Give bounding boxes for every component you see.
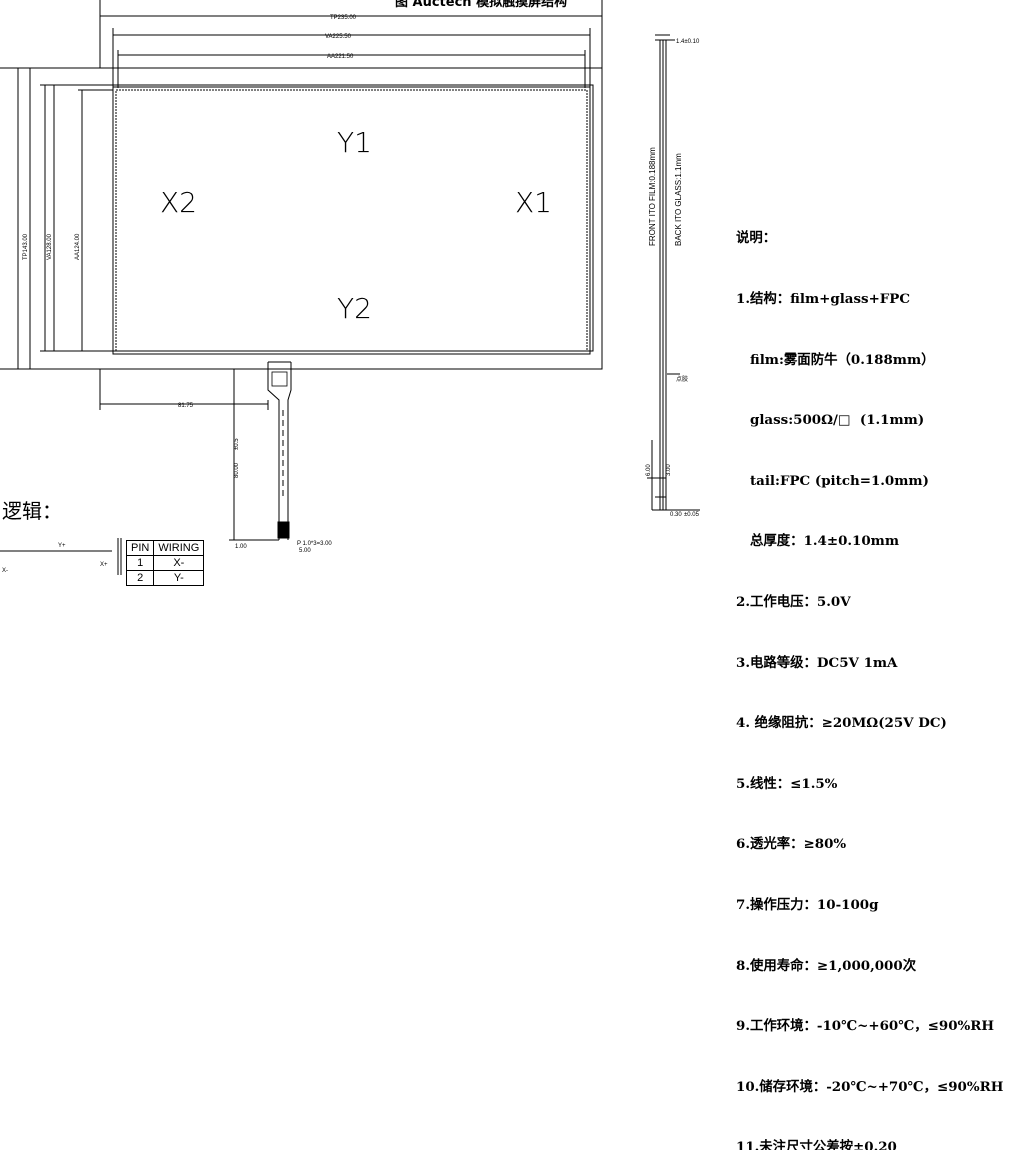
note-line: 5.线性：≤1.5%: [736, 775, 838, 792]
wiring-cell: X-: [153, 555, 205, 571]
tail-length-label: 80.00: [234, 462, 240, 478]
tail-width-label: 5.00: [299, 548, 311, 554]
logic-x-plus: X+: [100, 562, 108, 568]
side-c-tol-label: ±0.05: [684, 512, 700, 518]
va-outline: [44, 84, 594, 352]
logic-y-plus: Y+: [58, 543, 66, 549]
tail-offset-label: 81.75: [178, 403, 194, 409]
glue-label: 点胶: [676, 375, 688, 383]
pin-table: PIN WIRING 1 X- 2 Y-: [125, 540, 205, 586]
note-line: 1.结构：film+glass+FPC: [736, 291, 911, 307]
table-row: 2 Y-: [125, 570, 205, 586]
table-row: 1 X-: [125, 555, 205, 571]
note-line: tail:FPC (pitch=1.0mm): [736, 472, 929, 489]
note-line: glass:500Ω/□ (1.1mm): [736, 412, 925, 429]
note-line: 6.透光率：≥80%: [736, 836, 847, 853]
tp-width-label: TP235.00: [330, 15, 357, 21]
note-line: 10.储存环境：-20℃~+70℃，≤90%RH: [736, 1078, 1004, 1095]
note-line: 8.使用寿命：≥1,000,000次: [736, 957, 917, 974]
aa-inner: [115, 89, 588, 352]
table-row: PIN WIRING: [125, 540, 205, 556]
logic-title: 逻辑：: [2, 499, 62, 523]
tp-outline: [17, 67, 603, 370]
side-a-label: 6.00: [646, 464, 652, 476]
tail-length-tol-label: ±0.5: [234, 438, 240, 450]
note-line: 7.操作压力：10-100g: [736, 896, 879, 913]
thickness-label: 1.4±0.10: [676, 39, 700, 45]
drawing-title: 图 Auctech 模拟触摸屏结构: [395, 0, 568, 10]
aa-outline: [112, 86, 591, 355]
note-line: film:雾面防牛（0.188mm）: [736, 351, 935, 368]
pitch-label: P 1.0*3=3.00: [297, 541, 332, 547]
pin-header: PIN: [125, 540, 155, 556]
spec-notes: 说明： 1.结构：film+glass+FPC film:雾面防牛（0.188m…: [736, 188, 1003, 1150]
note-line: 11.未注尺寸公差按±0.20: [736, 1139, 897, 1150]
wiring-cell: Y-: [153, 570, 205, 586]
note-line: 3.电路等级：DC5V 1mA: [736, 654, 898, 671]
y2-label: Y2: [337, 292, 372, 325]
tp-height-label: TP143.00: [23, 233, 29, 260]
note-line: 总厚度：1.4±0.10mm: [736, 533, 900, 550]
x1-label: X1: [515, 186, 552, 219]
pin-cell: 2: [125, 570, 155, 586]
back-glass-label: BACK ITO GLASS:1.1mm: [674, 153, 683, 246]
wiring-header: WIRING: [153, 540, 205, 556]
va-width-label: VA225.50: [325, 34, 352, 40]
side-c-label: 0.30: [670, 512, 682, 518]
side-b-label: 3.00: [666, 464, 672, 476]
pin-width-label: 1.00: [235, 544, 247, 550]
drawing-canvas: TP235.00 VA225.50 AA221.50 81.75 1.00 P …: [0, 0, 700, 575]
aa-width-label: AA221.50: [327, 54, 354, 60]
pin-cell: 1: [125, 555, 155, 571]
y1-label: Y1: [337, 126, 372, 159]
note-line: 2.工作电压：5.0V: [736, 593, 851, 610]
aa-height-label: AA124.00: [75, 233, 81, 260]
note-line: 说明：: [736, 230, 777, 247]
note-line: 4. 绝缘阻抗：≥20MΩ(25V DC): [736, 715, 947, 732]
note-line: 9.工作环境：-10℃~+60℃，≤90%RH: [736, 1018, 995, 1035]
va-height-label: VA128.00: [47, 233, 53, 260]
x2-label: X2: [160, 186, 197, 219]
logic-x-minus: X-: [2, 568, 8, 574]
front-film-label: FRONT ITO FILM:0.188mm: [648, 147, 657, 246]
